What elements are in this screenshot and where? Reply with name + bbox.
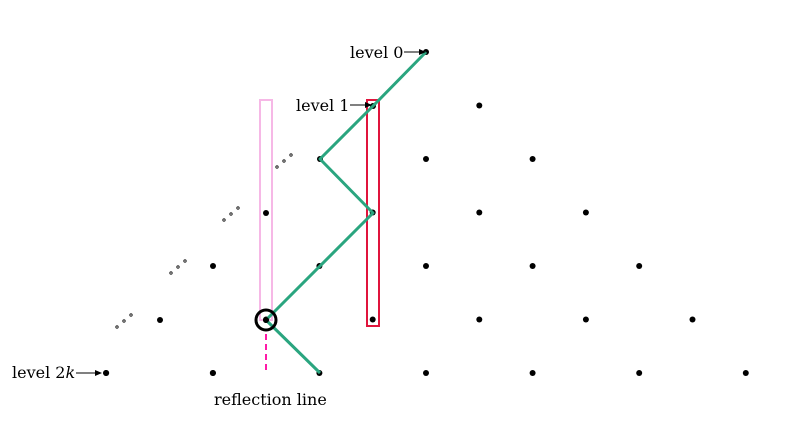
level-0-arrowhead [419, 49, 426, 55]
lattice-dot [582, 209, 589, 216]
ellipsis-dot [183, 259, 187, 263]
ellipsis-dot [275, 165, 279, 169]
ellipsis-dot [236, 206, 240, 210]
lattice-dot [210, 263, 216, 269]
ellipsis-dot [176, 265, 180, 269]
level-2k-var: k [65, 363, 75, 382]
lattice-dot [423, 156, 429, 162]
level-1-label: level 1 [296, 96, 349, 115]
lattice-dot [636, 263, 643, 269]
lattice-dot [423, 263, 429, 269]
level-2k-label: level 2k [12, 363, 75, 382]
lattice-dot [369, 316, 376, 323]
lattice-dot [476, 316, 483, 323]
lattice-dot [636, 370, 643, 376]
level-0-label: level 0 [350, 43, 403, 62]
lattice-dot [263, 210, 269, 216]
ellipsis-dot [115, 325, 119, 329]
lattice-dot [742, 370, 749, 376]
lattice-dot [529, 370, 536, 376]
level-1-arrowhead [365, 102, 372, 108]
lattice-dot [157, 317, 163, 323]
lattice-dot [210, 370, 216, 376]
lattice-dot [689, 316, 696, 323]
lattice-dot [476, 209, 483, 216]
ellipsis-dot [169, 271, 173, 275]
touch-point-dot [263, 317, 269, 323]
ellipsis-dot [222, 218, 226, 222]
level-2k-arrowhead [95, 370, 102, 376]
touch-point-circle [254, 308, 278, 332]
ellipsis-dot [282, 159, 286, 163]
ellipsis-marks [115, 153, 293, 329]
highlight-box [366, 99, 380, 327]
lattice-dot [423, 370, 429, 376]
reflection-line-label: reflection line [214, 390, 327, 409]
ellipsis-dot [129, 313, 133, 317]
lattice-dot [103, 370, 109, 376]
lattice-dot [529, 156, 536, 162]
ellipsis-dot [122, 319, 126, 323]
lattice-dot [529, 263, 536, 269]
lattice-path [264, 50, 428, 375]
level-2k-prefix: level 2 [12, 363, 65, 382]
ellipsis-dot [289, 153, 293, 157]
ellipsis-dot [229, 212, 233, 216]
lattice-dot [582, 316, 589, 323]
lattice-dot [476, 102, 483, 109]
lattice-dots [103, 49, 749, 376]
